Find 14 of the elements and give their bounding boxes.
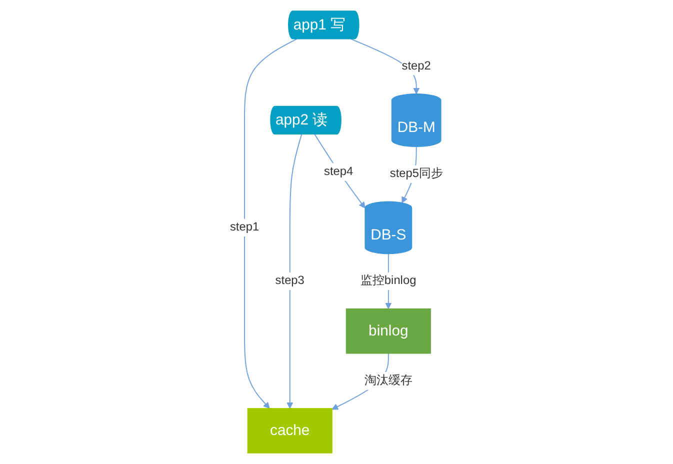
node-box: cache <box>247 408 333 454</box>
arrow <box>314 134 366 208</box>
edge-label: step3 <box>275 274 305 288</box>
edge-label: step5同步 <box>390 167 443 180</box>
edge-label: step2 <box>402 60 432 72</box>
edge-label: step1 <box>230 221 260 234</box>
node-text: app1 写 <box>293 16 346 34</box>
arrow <box>244 38 298 409</box>
arrow <box>286 134 302 409</box>
node-text: app2 读 <box>276 112 328 128</box>
node-box: binlog <box>346 308 432 354</box>
edge-label: 监控binlog <box>360 274 416 288</box>
edge-label: 淘汰缓存 <box>364 374 412 387</box>
edge-label: step4 <box>324 165 354 178</box>
